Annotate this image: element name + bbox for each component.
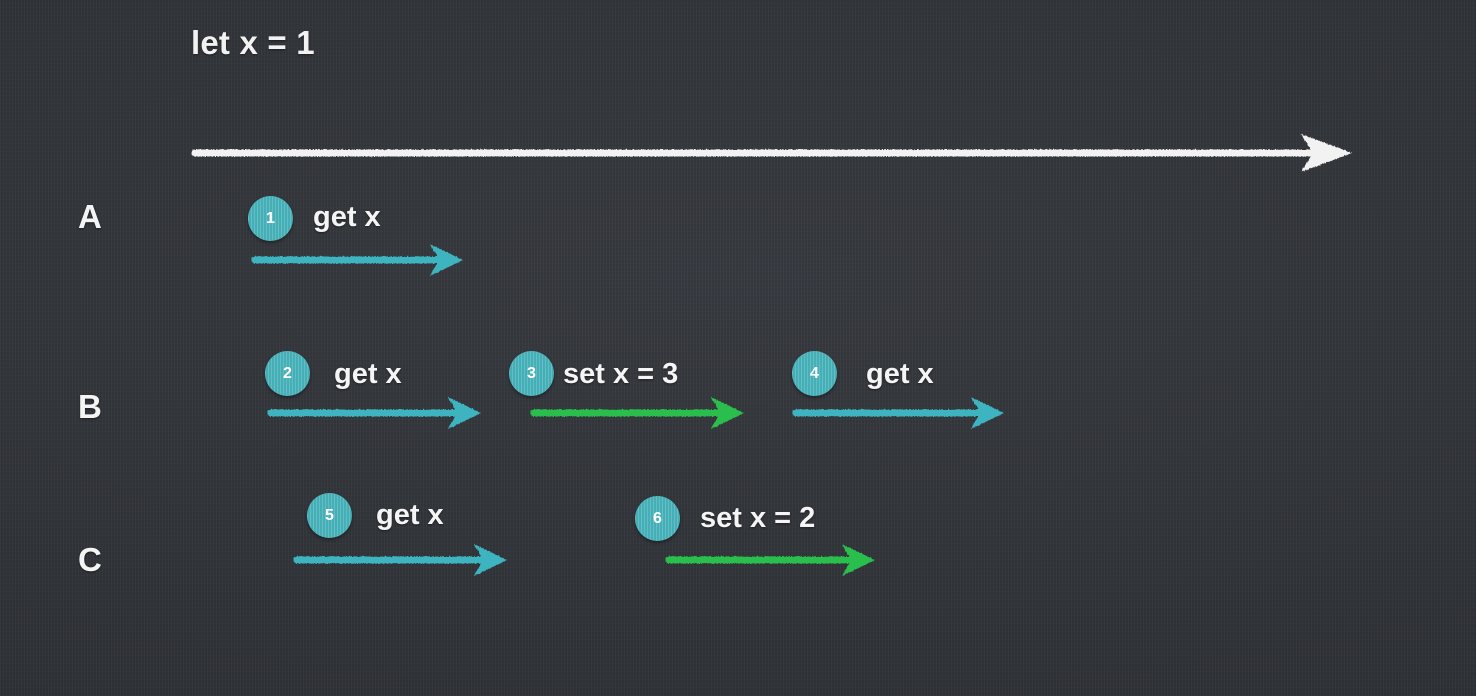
operation-arrow-4 (791, 396, 1011, 430)
badge-number: 6 (653, 509, 662, 527)
page-title: let x = 1 (191, 24, 315, 61)
badge-number: 4 (810, 364, 819, 382)
operation-badge-6[interactable]: 6 (635, 496, 680, 541)
operation-badge-3[interactable]: 3 (509, 351, 554, 396)
operation-badge-5[interactable]: 5 (307, 493, 352, 538)
badge-number: 1 (266, 209, 275, 227)
divider-after-a (191, 310, 1361, 326)
operation-label-4: get x (866, 358, 934, 390)
time-axis-arrow (191, 132, 1361, 174)
operation-label-6: set x = 2 (700, 502, 816, 534)
operation-arrow-3 (529, 396, 749, 430)
operation-arrow-2 (266, 396, 486, 430)
operation-arrow-5 (292, 543, 512, 577)
operation-label-2: get x (334, 358, 402, 390)
row-label-a: A (78, 198, 102, 235)
operation-badge-2[interactable]: 2 (265, 351, 310, 396)
badge-number: 5 (325, 506, 334, 524)
badge-number: 3 (527, 364, 536, 382)
operation-badge-1[interactable]: 1 (248, 196, 293, 241)
operation-label-1: get x (313, 201, 381, 233)
row-label-b: B (78, 388, 102, 425)
divider-after-c (191, 628, 1361, 644)
badge-number: 2 (283, 364, 292, 382)
operation-arrow-6 (664, 543, 884, 577)
divider-after-b (191, 470, 1361, 486)
row-label-c: C (78, 541, 102, 578)
operation-badge-4[interactable]: 4 (792, 351, 837, 396)
operation-label-3: set x = 3 (563, 358, 679, 390)
operation-arrow-1 (250, 243, 470, 277)
operation-label-5: get x (376, 499, 444, 531)
